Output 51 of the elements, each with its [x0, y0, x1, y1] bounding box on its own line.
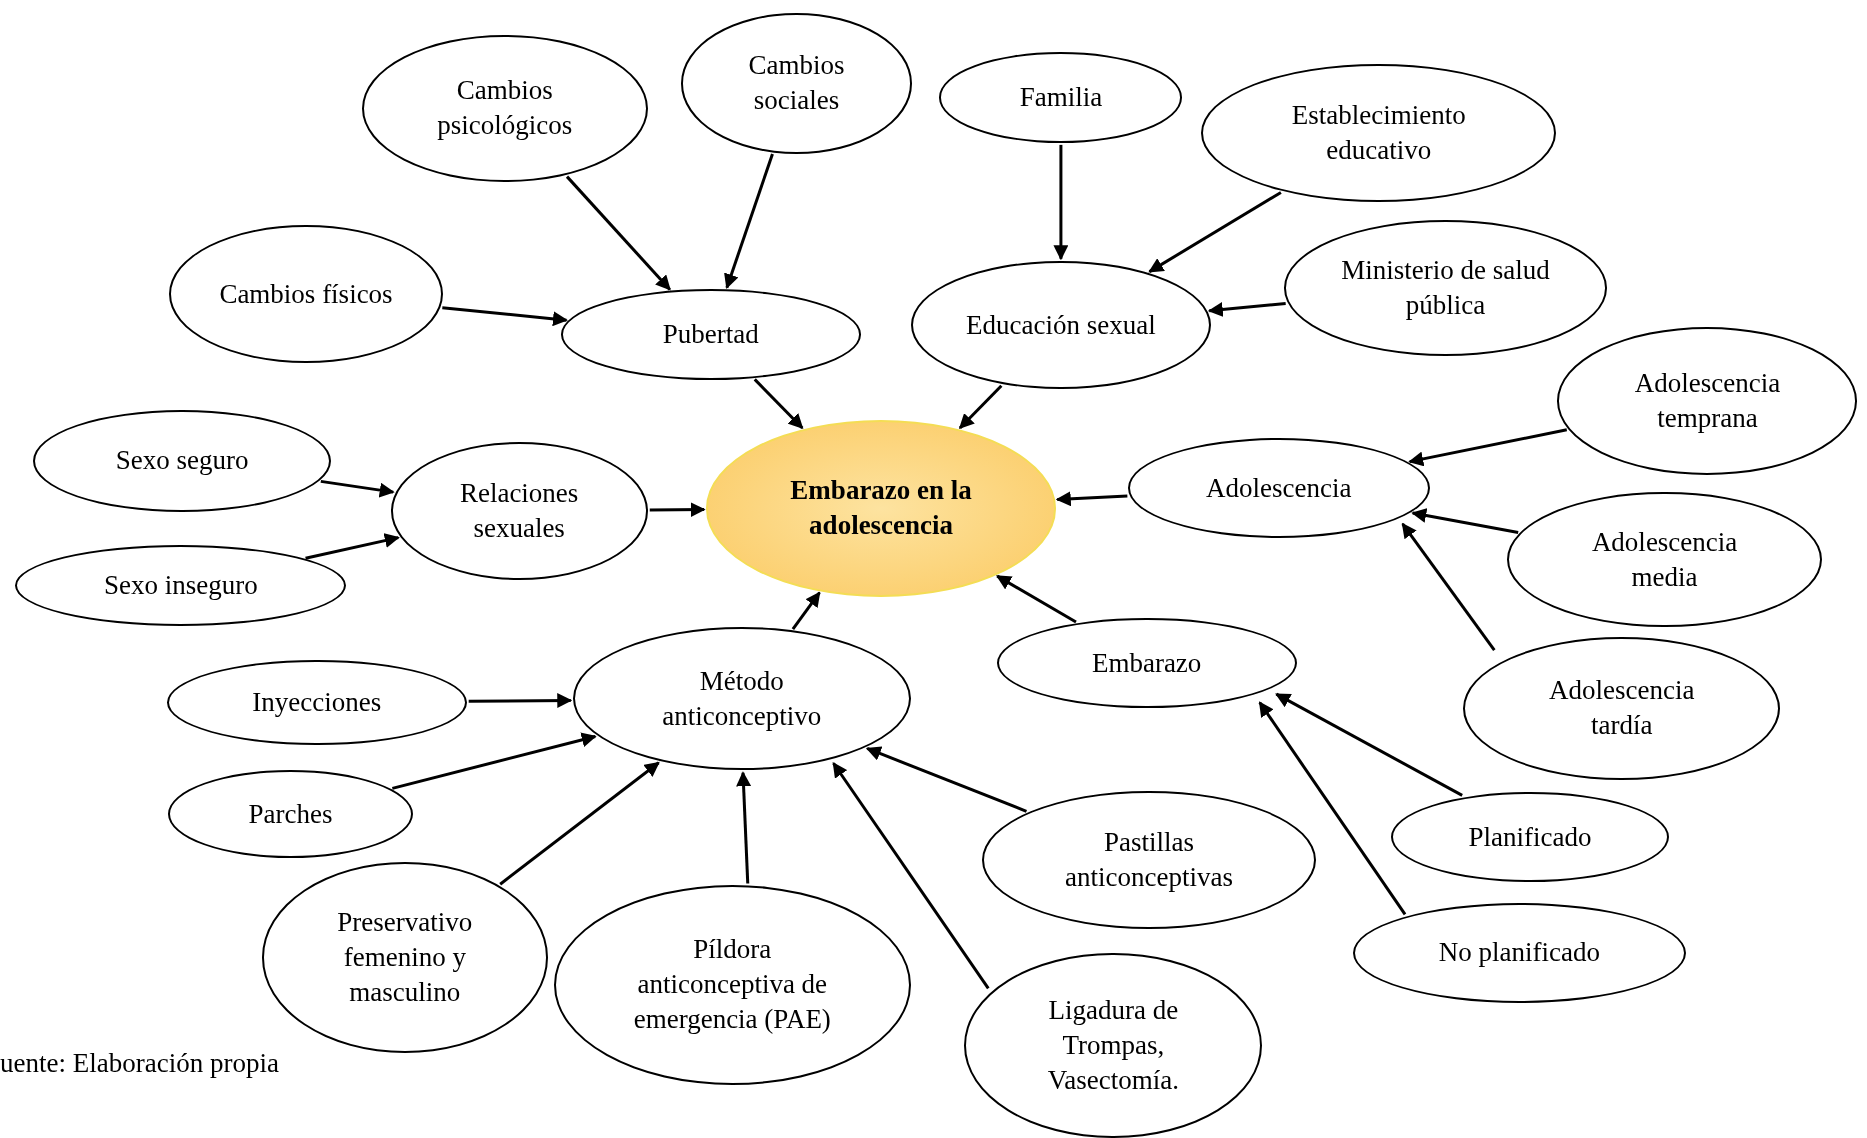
node-label: Embarazo [1090, 646, 1203, 680]
node-label: Sexo inseguro [103, 569, 259, 603]
arrow [958, 384, 1003, 430]
arrow [1411, 508, 1519, 534]
arrow [832, 762, 990, 990]
arrow [468, 693, 573, 708]
node-label: Relaciones sexuales [458, 476, 580, 545]
arrow [753, 378, 804, 430]
arrow [865, 746, 1028, 813]
node-label: Pastillas anticonceptivas [1064, 825, 1234, 894]
node-label: Método anticonceptivo [661, 664, 823, 733]
node-label: Planificado [1467, 820, 1593, 854]
node-label: Cambios psicológicos [436, 74, 574, 143]
arrow [736, 771, 752, 884]
arrow [1148, 191, 1282, 273]
node-label: Pubertad [661, 318, 760, 351]
arrow [320, 479, 395, 498]
node-label: Adolescencia [1205, 471, 1353, 505]
node-label: Parches [247, 797, 334, 831]
arrow [1258, 701, 1407, 916]
arrow [724, 153, 774, 290]
node-label: Inyecciones [251, 685, 383, 719]
arrow [1053, 144, 1069, 261]
arrow [1275, 692, 1463, 797]
arrow [1055, 491, 1128, 507]
node-label: Ligadura de Trompas, Vasectomía. [1046, 993, 1180, 1097]
node-label: Educación sexual [965, 308, 1157, 342]
node-label: Adolescencia tardía [1548, 674, 1696, 743]
arrow [499, 761, 660, 886]
node-label: No planificado [1437, 936, 1601, 969]
node-label: Embarazo en la adolescencia [789, 474, 973, 543]
arrow [391, 732, 597, 790]
arrow [1401, 522, 1496, 651]
node-label: Sexo seguro [114, 444, 250, 478]
node-label: Familia [1018, 81, 1104, 115]
arrow [791, 591, 821, 630]
arrow [565, 175, 671, 291]
node-label: Preservativo femenino y masculino [336, 905, 474, 1009]
arrow [649, 502, 706, 518]
arrow [305, 533, 400, 560]
node-label: Adolescencia temprana [1633, 367, 1782, 436]
node-label: Cambios físicos [218, 277, 394, 311]
arrow [442, 306, 568, 327]
arrow [995, 574, 1077, 624]
node-label: Píldora anticonceptiva de emergencia (PAE) [632, 933, 832, 1037]
node-label: Adolescencia media [1590, 525, 1739, 594]
node-label: Cambios sociales [747, 49, 846, 118]
node-label: Ministerio de salud pública [1340, 254, 1551, 323]
node-label: Establecimiento educativo [1290, 99, 1467, 168]
caption: uente: Elaboración propia [0, 1047, 279, 1079]
arrow [1408, 428, 1568, 467]
